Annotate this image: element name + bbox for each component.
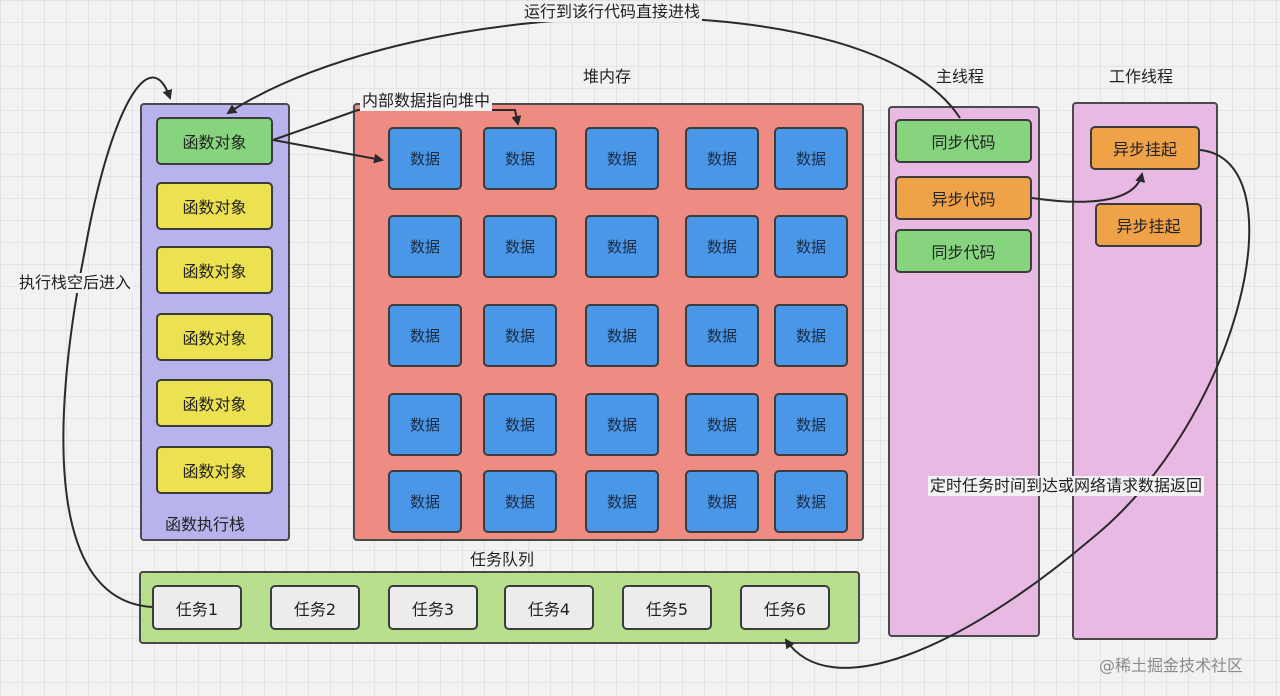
label-internal-pointer: 内部数据指向堆中 bbox=[360, 91, 493, 111]
task-item[interactable]: 任务3 bbox=[388, 585, 478, 630]
worker-thread-title: 工作线程 bbox=[1109, 67, 1174, 86]
watermark: @稀土掘金技术社区 bbox=[1099, 656, 1244, 675]
heap-cell[interactable]: 数据 bbox=[388, 393, 462, 456]
task-item[interactable]: 任务4 bbox=[504, 585, 594, 630]
heap-cell[interactable]: 数据 bbox=[685, 215, 759, 278]
heap-cell[interactable]: 数据 bbox=[388, 470, 462, 533]
heap-cell[interactable]: 数据 bbox=[774, 127, 848, 190]
worker-thread-item[interactable]: 异步挂起 bbox=[1095, 203, 1202, 247]
heap-cell[interactable]: 数据 bbox=[483, 304, 557, 367]
label-stack-empty-enter: 执行栈空后进入 bbox=[17, 273, 134, 293]
worker-thread-item[interactable]: 异步挂起 bbox=[1090, 126, 1200, 170]
task-item[interactable]: 任务6 bbox=[740, 585, 830, 630]
heap-cell[interactable]: 数据 bbox=[585, 470, 659, 533]
task-item[interactable]: 任务2 bbox=[270, 585, 360, 630]
heap-cell[interactable]: 数据 bbox=[685, 470, 759, 533]
heap-cell[interactable]: 数据 bbox=[483, 215, 557, 278]
stack-item[interactable]: 函数对象 bbox=[156, 182, 273, 230]
stack-item[interactable]: 函数对象 bbox=[156, 379, 273, 427]
heap-cell[interactable]: 数据 bbox=[585, 127, 659, 190]
label-timer-return: 定时任务时间到达或网络请求数据返回 bbox=[928, 476, 1205, 496]
heap-cell[interactable]: 数据 bbox=[774, 393, 848, 456]
heap-cell[interactable]: 数据 bbox=[774, 304, 848, 367]
heap-cell[interactable]: 数据 bbox=[585, 304, 659, 367]
heap-cell[interactable]: 数据 bbox=[585, 215, 659, 278]
main-thread-title: 主线程 bbox=[936, 67, 985, 86]
heap-cell[interactable]: 数据 bbox=[685, 304, 759, 367]
stack-item[interactable]: 函数对象 bbox=[156, 246, 273, 294]
stack-item[interactable]: 函数对象 bbox=[156, 446, 273, 494]
heap-cell[interactable]: 数据 bbox=[685, 127, 759, 190]
main-thread-item[interactable]: 同步代码 bbox=[895, 119, 1032, 163]
label-push-to-stack: 运行到该行代码直接进栈 bbox=[522, 2, 703, 22]
heap-cell[interactable]: 数据 bbox=[388, 127, 462, 190]
task-queue-panel bbox=[139, 571, 860, 644]
task-item[interactable]: 任务1 bbox=[152, 585, 242, 630]
heap-cell[interactable]: 数据 bbox=[388, 304, 462, 367]
heap-cell[interactable]: 数据 bbox=[483, 470, 557, 533]
task-item[interactable]: 任务5 bbox=[622, 585, 712, 630]
heap-cell[interactable]: 数据 bbox=[483, 393, 557, 456]
heap-cell[interactable]: 数据 bbox=[685, 393, 759, 456]
heap-cell[interactable]: 数据 bbox=[585, 393, 659, 456]
heap-cell[interactable]: 数据 bbox=[388, 215, 462, 278]
stack-title: 函数执行栈 bbox=[165, 515, 246, 534]
heap-title: 堆内存 bbox=[583, 67, 632, 86]
heap-cell[interactable]: 数据 bbox=[774, 470, 848, 533]
main-thread-item[interactable]: 异步代码 bbox=[895, 176, 1032, 220]
worker-thread-panel bbox=[1072, 102, 1218, 640]
task-queue-title: 任务队列 bbox=[470, 550, 535, 569]
main-thread-item[interactable]: 同步代码 bbox=[895, 229, 1032, 273]
heap-cell[interactable]: 数据 bbox=[774, 215, 848, 278]
stack-item[interactable]: 函数对象 bbox=[156, 313, 273, 361]
heap-cell[interactable]: 数据 bbox=[483, 127, 557, 190]
stack-item[interactable]: 函数对象 bbox=[156, 117, 273, 165]
